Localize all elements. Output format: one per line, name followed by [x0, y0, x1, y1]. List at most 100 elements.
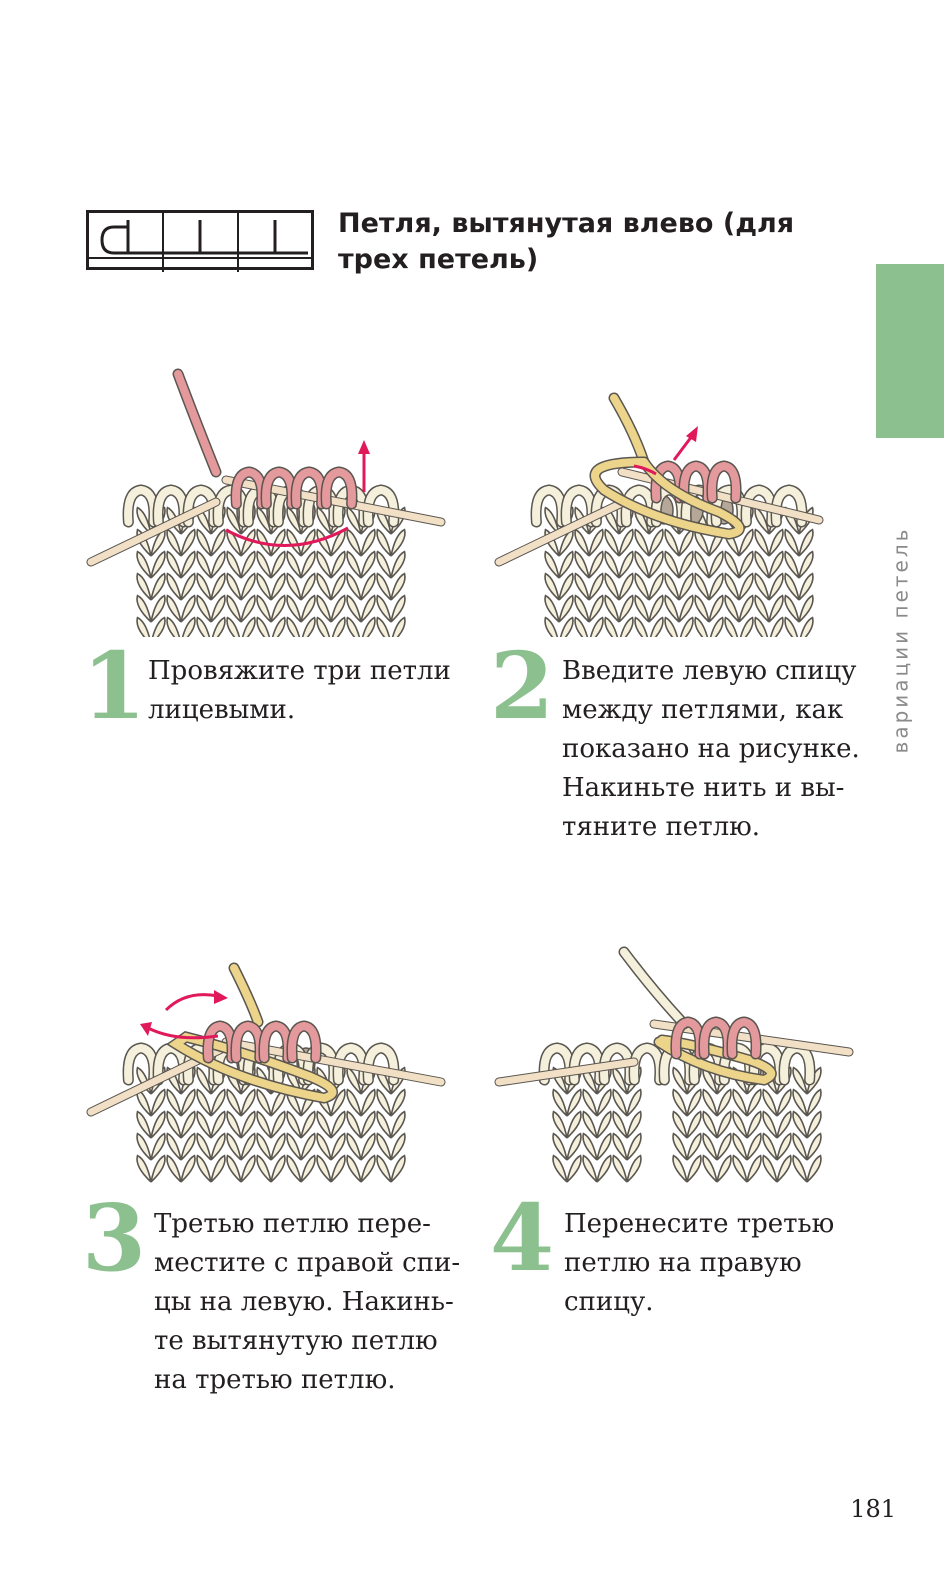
knit-stitch: [544, 550, 560, 579]
knit-stitch: [360, 1088, 376, 1117]
knit-stitch: [136, 1154, 152, 1183]
knit-stitch: [196, 1110, 212, 1139]
knit-stitch: [589, 616, 604, 637]
knit-stitch: [270, 1110, 286, 1139]
knit-stitch: [270, 1132, 286, 1161]
step-4-illustration: [494, 946, 854, 1183]
stitch-loop: [322, 467, 356, 508]
knit-stitch: [240, 1154, 256, 1183]
yarn: [230, 964, 262, 1026]
knit-stitch: [270, 550, 286, 579]
knit-stitch: [694, 594, 710, 623]
knit-stitch: [672, 1066, 688, 1095]
knit-stitch: [240, 594, 256, 623]
knit-stitch: [679, 616, 694, 637]
knit-stitch: [776, 1132, 792, 1161]
knit-stitch: [739, 616, 754, 637]
knit-stitch: [588, 550, 604, 579]
knit-stitch: [776, 1154, 792, 1183]
knit-stitch: [664, 616, 679, 637]
needle: [87, 498, 220, 566]
knit-stitch: [792, 1088, 808, 1117]
knit-stitch: [286, 1110, 302, 1139]
knit-stitch: [612, 1110, 628, 1139]
knit-stitch: [724, 572, 740, 601]
knit-stitch: [150, 550, 166, 579]
knit-stitch: [330, 1154, 346, 1183]
knit-stitch: [746, 1088, 762, 1117]
knit-stitch: [686, 1132, 702, 1161]
knit-stitch: [136, 616, 151, 637]
knit-stitch: [709, 616, 724, 637]
knit-stitch: [559, 616, 574, 637]
knit-stitch: [702, 1154, 718, 1183]
step-4-line: петлю на правую: [564, 1248, 802, 1278]
knit-stitch: [210, 1154, 226, 1183]
knit-stitch: [270, 1154, 286, 1183]
knit-stitch: [648, 572, 664, 601]
chapter-tab: [876, 264, 944, 438]
knit-stitch: [390, 1110, 406, 1139]
knit-stitch: [166, 550, 182, 579]
title-line-2: трех петель): [338, 244, 539, 275]
step-4-line: спицу.: [564, 1287, 654, 1317]
knit-stitch: [346, 1088, 362, 1117]
knit-stitch: [300, 594, 316, 623]
knit-stitch: [150, 1154, 166, 1183]
knit-stitch: [166, 572, 182, 601]
step-2-number: 2: [490, 632, 555, 740]
knit-stitch: [792, 1132, 808, 1161]
knit-stitch: [784, 616, 799, 637]
knit-stitch: [196, 594, 212, 623]
knit-stitch: [226, 1132, 242, 1161]
knit-stitch: [634, 572, 650, 601]
knit-stitch: [738, 572, 754, 601]
knit-stitch: [136, 550, 152, 579]
direction-arrow: [164, 993, 219, 1012]
knit-stitch: [136, 1110, 152, 1139]
knit-stitch: [376, 1154, 392, 1183]
step-1-line: Провяжите три петли: [148, 656, 451, 686]
yarn: [591, 458, 744, 539]
knit-stitch: [150, 572, 166, 601]
knit-stitch: [226, 616, 241, 637]
knit-stitch: [724, 616, 739, 637]
knit-stitch: [746, 1110, 762, 1139]
knit-stitch: [792, 1066, 808, 1095]
knit-stitch: [330, 550, 346, 579]
knit-stitch: [226, 1154, 242, 1183]
knit-stitch: [210, 550, 226, 579]
knit-stitch: [762, 1088, 778, 1117]
knit-stitch: [604, 550, 620, 579]
knit-stitch: [210, 1088, 226, 1117]
step-3-line: местите с правой спи-: [154, 1248, 461, 1278]
knit-stitch: [256, 1154, 272, 1183]
knit-stitch: [648, 594, 664, 623]
knit-stitch: [286, 550, 302, 579]
needle: [495, 498, 628, 566]
knit-stitch: [596, 1088, 612, 1117]
step-2-text: Введите левую спицу между петлями, как п…: [562, 652, 860, 847]
knit-stitch: [574, 550, 590, 579]
knit-stitch: [544, 594, 560, 623]
knit-stitch: [196, 1066, 212, 1095]
step-2-line: показано на рисунке.: [562, 734, 860, 764]
knit-stitch: [150, 1110, 166, 1139]
knit-stitch: [702, 1110, 718, 1139]
knit-stitch: [136, 1132, 152, 1161]
page-number: 181: [850, 1495, 896, 1523]
knit-stitch: [301, 616, 316, 637]
knit-stitch: [330, 572, 346, 601]
knit-stitch: [769, 616, 784, 637]
knit-stitch: [678, 572, 694, 601]
knit-stitch: [360, 550, 376, 579]
knit-stitch: [166, 594, 182, 623]
knit-stitch: [376, 594, 392, 623]
knit-stitch: [732, 1110, 748, 1139]
knit-stitch: [686, 1154, 702, 1183]
knit-stitch: [376, 616, 391, 637]
knit-stitch: [566, 1132, 582, 1161]
knit-stitch: [226, 572, 242, 601]
knit-stitch: [582, 1110, 598, 1139]
knit-stitch: [754, 528, 770, 557]
